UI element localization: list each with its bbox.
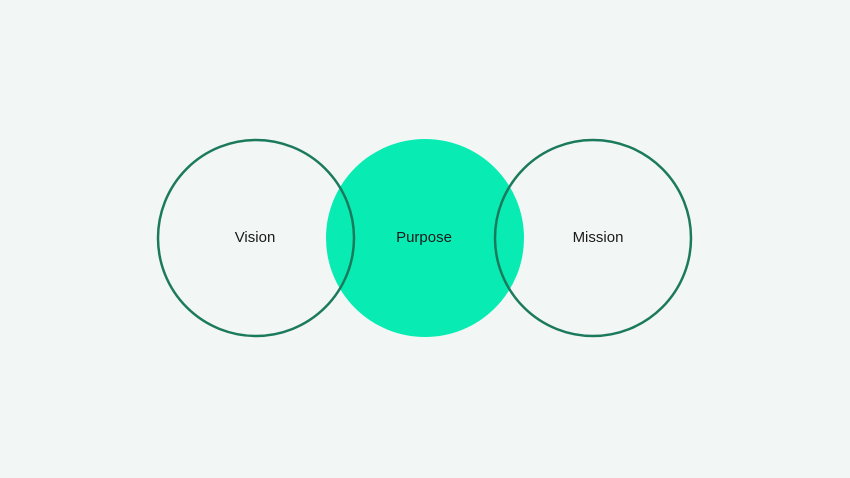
vision-label: Vision	[235, 229, 276, 246]
purpose-circle	[326, 139, 524, 337]
purpose-label: Purpose	[396, 229, 452, 246]
mission-circle	[493, 138, 693, 338]
vision-circle	[156, 138, 356, 338]
mission-label: Mission	[573, 229, 624, 246]
